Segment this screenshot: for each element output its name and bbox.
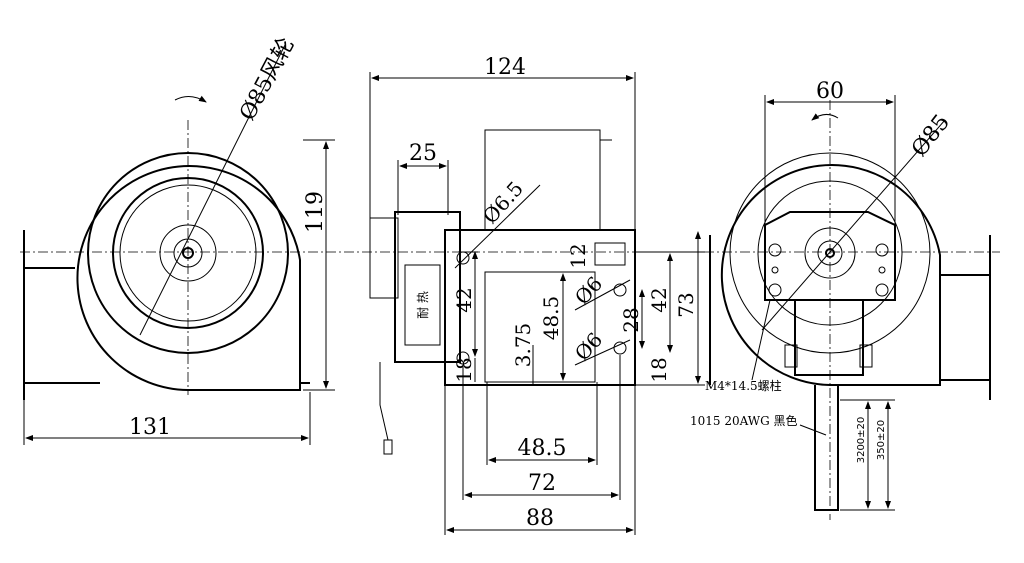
slot — [594, 242, 626, 266]
wire-label: 1015 20AWG 黑色 — [690, 414, 798, 428]
stack-width: 25 — [409, 141, 437, 166]
stud-label: M4*14.5螺柱 — [705, 378, 782, 393]
impeller-leader — [139, 44, 286, 336]
coil-right — [794, 299, 864, 376]
wire-terminal — [383, 439, 393, 455]
rotation-arrow-right-icon — [811, 113, 839, 121]
lead-bundle — [814, 385, 839, 511]
hole-top-label: Ø6 — [570, 272, 607, 310]
left-view: Ø85风轮 119 131 — [23, 34, 335, 445]
width-dim-right: 60 — [816, 79, 844, 104]
hole-bottom-left — [456, 351, 470, 365]
dim-48-5-v: 48.5 — [539, 296, 563, 341]
dia-label: Ø85 — [907, 110, 955, 162]
stamp-text: 耐 热 — [416, 291, 430, 319]
dim-42-left: 42 — [452, 287, 476, 312]
mounting-plate — [444, 229, 636, 386]
lead-wire — [379, 362, 389, 441]
lead-short: 350±20 — [876, 420, 887, 460]
width-dim: 131 — [129, 415, 171, 440]
right-view: 60 Ø85 M4*14.5螺柱 1015 20AWG 黑色 3200±20 3… — [690, 79, 991, 520]
hole-bottom-label: Ø6 — [570, 328, 607, 366]
inner-rect — [484, 271, 596, 383]
dim-48-5-h: 48.5 — [518, 436, 567, 461]
motor-coil — [369, 217, 399, 299]
dim-18-right: 18 — [647, 357, 671, 382]
hole-top-left — [456, 251, 470, 265]
motor-stator — [394, 211, 461, 363]
label-plate — [404, 264, 441, 346]
dim-28: 28 — [619, 307, 643, 332]
dim-18-left: 18 — [452, 357, 476, 382]
housing-outline-right — [720, 164, 941, 386]
rotation-arrow-icon — [174, 95, 207, 103]
impeller-label: Ø85风轮 — [235, 34, 299, 125]
dim-72: 72 — [528, 471, 556, 496]
middle-view: 耐 热 124 25 Ø6.5 42 18 3.75 — [369, 55, 705, 535]
lead-long: 3200±20 — [856, 417, 867, 464]
overall-length: 124 — [484, 55, 526, 80]
dim-73: 73 — [674, 292, 698, 317]
height-dim: 119 — [303, 191, 328, 233]
hole-top-right — [613, 283, 627, 297]
dim-3-75: 3.75 — [511, 323, 535, 368]
dim-12: 12 — [566, 243, 590, 268]
dim-88: 88 — [526, 506, 554, 531]
hole-bottom-right — [613, 341, 627, 355]
housing-outline — [76, 165, 301, 391]
dim-42-right: 42 — [647, 287, 671, 312]
